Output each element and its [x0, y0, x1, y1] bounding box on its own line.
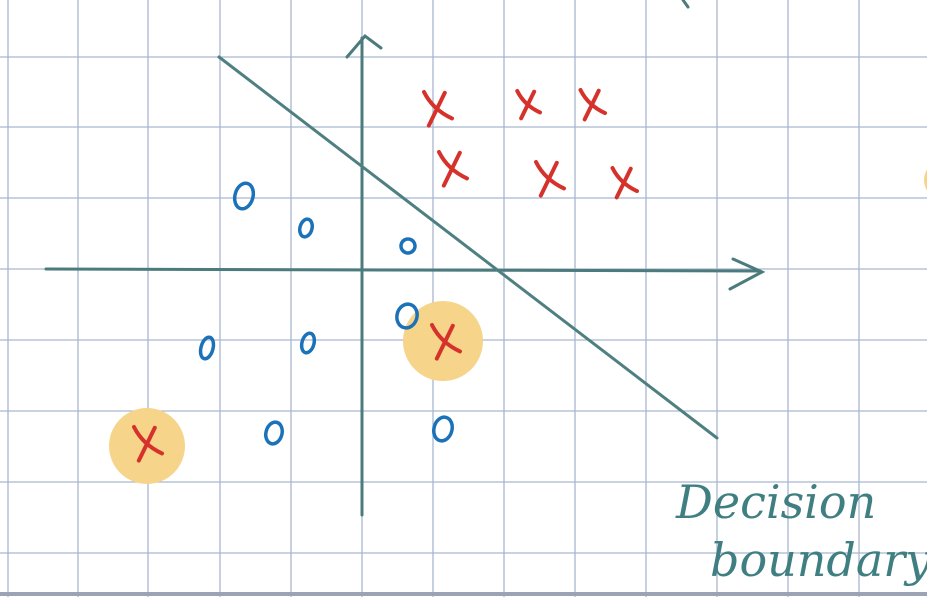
circle-marker-5 [198, 335, 216, 361]
cross-marker-3 [578, 88, 607, 122]
top-edge-mark [681, 0, 690, 9]
y-axis-arrowhead [345, 33, 383, 59]
class-x-markers [132, 88, 639, 463]
decision-boundary-label-line1: Decision [675, 475, 876, 529]
circle-marker-3 [399, 237, 417, 255]
x-axis-arrowhead [728, 257, 766, 291]
cross-marker-5 [534, 160, 566, 198]
cross-marker-1 [422, 90, 454, 128]
decision-boundary-label-line2: boundary [710, 533, 927, 587]
circle-marker-4 [395, 302, 419, 330]
cross-marker-6 [610, 166, 639, 200]
cross-marker-2 [515, 89, 542, 121]
cross-marker-4 [437, 150, 469, 188]
circle-marker-6 [299, 331, 317, 355]
circle-marker-1 [232, 181, 256, 211]
circle-marker-8 [432, 415, 454, 443]
circle-marker-2 [298, 217, 314, 239]
highlight-circle-edge [924, 169, 927, 191]
class-o-markers [198, 181, 454, 446]
circle-marker-7 [264, 420, 284, 446]
cross-marker-misclassified-left [132, 425, 164, 463]
axes [44, 33, 766, 517]
cross-marker-misclassified-center [430, 323, 462, 361]
x-axis [44, 267, 762, 273]
decision-boundary-line [217, 55, 719, 440]
